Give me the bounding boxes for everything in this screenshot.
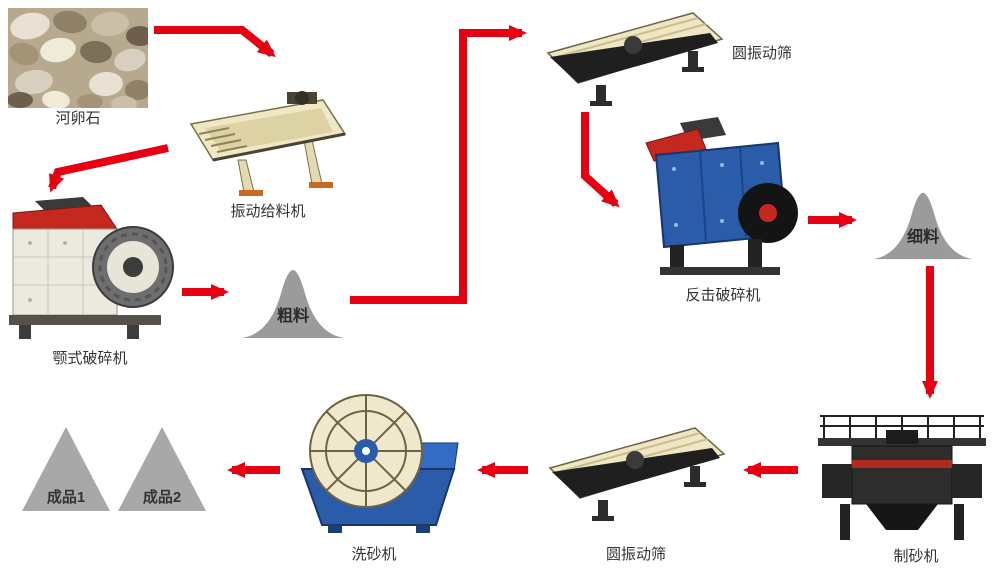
label-impact-crusher: 反击破碎机 (685, 287, 761, 304)
label-washer: 洗砂机 (351, 546, 397, 563)
jaw-crusher-machine (5, 195, 175, 345)
fine-material-pile: 细料 (868, 185, 978, 263)
label-jaw-crusher: 颚式破碎机 (52, 350, 128, 367)
label-sand-maker: 制砂机 (893, 548, 939, 565)
arrow-coarse-to-screen-top (350, 25, 527, 304)
label-feeder: 振动给料机 (230, 203, 306, 220)
vibrating-screen-bottom-machine (536, 420, 734, 525)
impact-crusher-machine (640, 115, 805, 277)
label-pebbles: 河卵石 (55, 110, 101, 127)
sand-washer-machine (288, 385, 468, 537)
product2-pile: 成品2 (116, 425, 208, 513)
label-product1: 成品1 (46, 489, 86, 506)
vibrating-screen-top-machine (538, 5, 728, 110)
arrow-screen-top-to-impact (581, 112, 620, 208)
label-product2: 成品2 (142, 489, 182, 506)
sand-maker-machine (806, 408, 998, 543)
label-screen-top: 圆振动筛 (732, 45, 793, 62)
arrow-feeder-to-jaw (48, 144, 169, 193)
label-screen-bottom: 圆振动筛 (605, 546, 666, 563)
vibrating-feeder-machine (183, 82, 353, 200)
arrow-pebbles-to-feeder (154, 26, 276, 58)
pebbles-image (8, 8, 148, 108)
coarse-material-pile: 粗料 (238, 262, 348, 342)
label-coarse: 粗料 (276, 308, 309, 325)
label-fine: 细料 (906, 229, 939, 246)
product1-pile: 成品1 (20, 425, 112, 513)
